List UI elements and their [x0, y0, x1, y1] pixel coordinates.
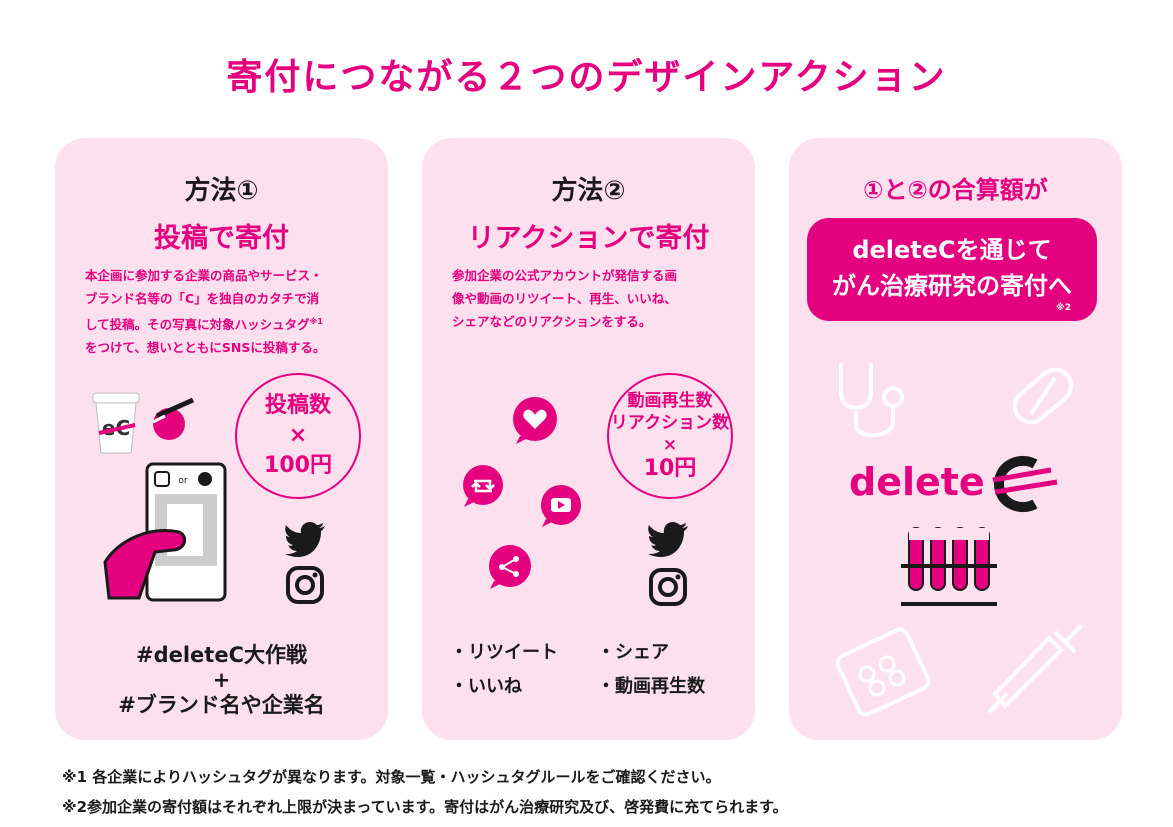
desc-line: 参加企業の公式アカウントが発信する画 [452, 268, 678, 283]
twitter-icon [648, 522, 688, 557]
instagram-icon [649, 568, 687, 606]
heart-icon [513, 397, 557, 444]
post-count-circle: 投稿数 × 100円 [235, 373, 361, 499]
circle-line: 動画再生数 [627, 391, 713, 411]
circle-line: × [662, 435, 678, 455]
total-heading: ①と②の合算額が [863, 176, 1048, 204]
method-1-label: 方法① [184, 176, 259, 206]
method-2-description: 参加企業の公式アカウントが発信する画 像や動画のリツイート、再生、いいね、 シェ… [452, 264, 732, 333]
retweet-icon [463, 465, 503, 507]
deletec-logo: delete [849, 460, 985, 504]
footnote-ref: ※2 [1055, 303, 1071, 313]
method-2-label: 方法② [551, 176, 626, 206]
desc-line: して投稿。その写真に対象ハッシュタグ※1 [85, 317, 323, 333]
desc-line: 本企画に参加する企業の商品やサービス・ [85, 268, 323, 283]
total-card: ①と②の合算額が deleteCを通じて がん治療研究の寄付へ ※2 delet… [789, 138, 1122, 740]
stethoscope-icon [839, 363, 904, 438]
circle-line: 投稿数 [264, 393, 331, 418]
hand-icon [103, 529, 187, 600]
pill-line: がん治療研究の寄付へ [832, 272, 1072, 300]
method-1-card: 方法① 投稿で寄付 本企画に参加する企業の商品やサービス・ ブランド名等の「C」… [55, 138, 388, 740]
reaction-like: ・いいね [450, 676, 522, 697]
footnote-ref: ※1 [309, 317, 323, 326]
desc-line: 像や動画のリツイート、再生、いいね、 [452, 291, 677, 306]
deletec-logo-icon [992, 455, 1058, 513]
svg-text:or: or [178, 476, 188, 486]
instagram-icon [286, 566, 324, 604]
method-1-description: 本企画に参加する企業の商品やサービス・ ブランド名等の「C」を独自のカタチで消 … [85, 264, 365, 359]
circle-line: 10円 [643, 456, 697, 481]
method-2-card: 方法② リアクションで寄付 参加企業の公式アカウントが発信する画 像や動画のリツ… [422, 138, 755, 740]
reaction-video-play: ・動画再生数 [597, 676, 705, 697]
pill-line: deleteCを通じて [852, 236, 1052, 264]
circle-line: 100円 [264, 453, 332, 478]
hashtag-block: #deleteC大作戦 + #ブランド名や企業名 [55, 640, 388, 720]
pen-icon [152, 397, 195, 440]
reaction-retweet: ・リツイート [450, 642, 558, 663]
footnote-1: ※1 各企業によりハッシュタグが異なります。対象一覧・ハッシュタグルールをご確認… [62, 768, 721, 786]
capsule-icon [1012, 367, 1074, 425]
circle-line: × [288, 423, 308, 448]
test-tubes-icon [901, 527, 997, 606]
share-icon [489, 545, 531, 589]
desc-line: ブランド名等の「C」を独自のカタチで消 [85, 291, 320, 306]
play-icon [541, 485, 581, 527]
footnote-2: ※2参加企業の寄付額はそれぞれ上限が決まっています。寄付はがん治療研究及び、啓発… [62, 798, 788, 816]
circle-line: リアクション数 [610, 413, 730, 433]
donation-pill: deleteCを通じて がん治療研究の寄付へ ※2 [807, 218, 1097, 321]
method-2-subtitle: リアクションで寄付 [467, 223, 710, 254]
hashtag-brand: #ブランド名や企業名 [118, 693, 325, 717]
method-1-subtitle: 投稿で寄付 [154, 223, 289, 254]
twitter-icon [285, 522, 325, 557]
pill-pack-icon [835, 627, 931, 717]
desc-line: をつけて、想いとともにSNSに投稿する。 [85, 340, 326, 356]
reaction-count-circle: 動画再生数 リアクション数 × 10円 [607, 373, 733, 499]
hashtag-main: #deleteC大作戦 [135, 643, 307, 667]
page-title: 寄付につながる２つのデザインアクション [226, 57, 947, 98]
coffee-cup-icon: eC [92, 392, 140, 454]
desc-line: シェアなどのリアクションをする。 [452, 314, 652, 329]
reaction-share: ・シェア [597, 642, 669, 663]
syringe-icon [987, 624, 1083, 714]
phone-icon: or [145, 462, 227, 602]
plus-sign: + [212, 668, 231, 692]
